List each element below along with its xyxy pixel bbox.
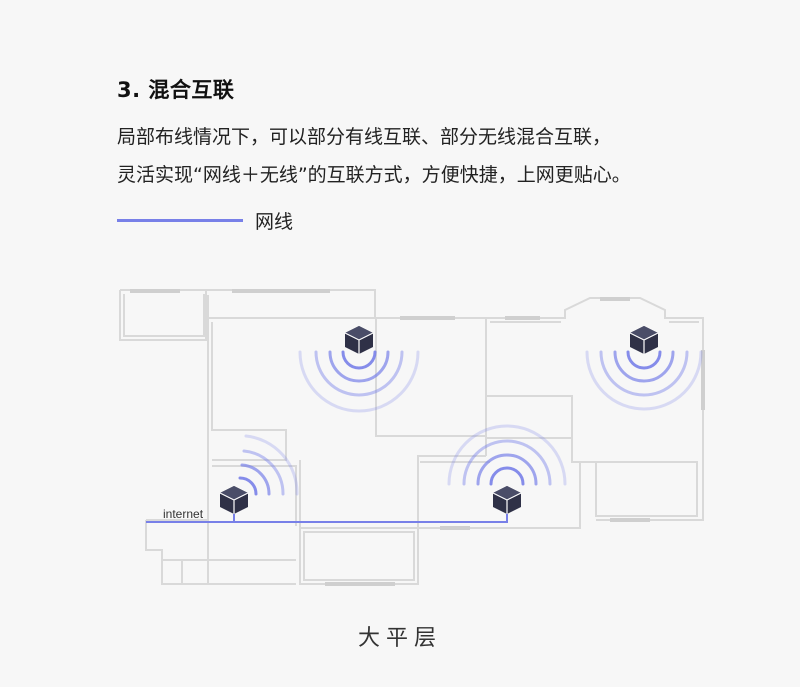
router-4 bbox=[492, 486, 522, 514]
router-2 bbox=[629, 326, 659, 354]
section-title: 3. 混合互联 bbox=[117, 78, 235, 102]
windows bbox=[130, 289, 705, 586]
wifi-signal-4 bbox=[447, 424, 567, 486]
walls bbox=[119, 289, 704, 585]
wifi-signal-1 bbox=[298, 350, 420, 413]
legend-cable-line bbox=[117, 219, 243, 222]
router-1 bbox=[344, 326, 374, 354]
legend-label: 网线 bbox=[255, 211, 294, 233]
wifi-signal-3 bbox=[238, 434, 299, 496]
floorplan-caption: 大平层 bbox=[357, 626, 442, 651]
wifi-signal-2 bbox=[585, 350, 703, 411]
router-3 bbox=[219, 486, 249, 514]
description-line-1: 局部布线情况下，可以部分有线互联、部分无线混合互联， bbox=[117, 126, 612, 148]
description-line-2: 灵活实现“网线＋无线”的互联方式，方便快捷，上网更贴心。 bbox=[117, 164, 631, 186]
internet-label: internet bbox=[163, 507, 204, 521]
